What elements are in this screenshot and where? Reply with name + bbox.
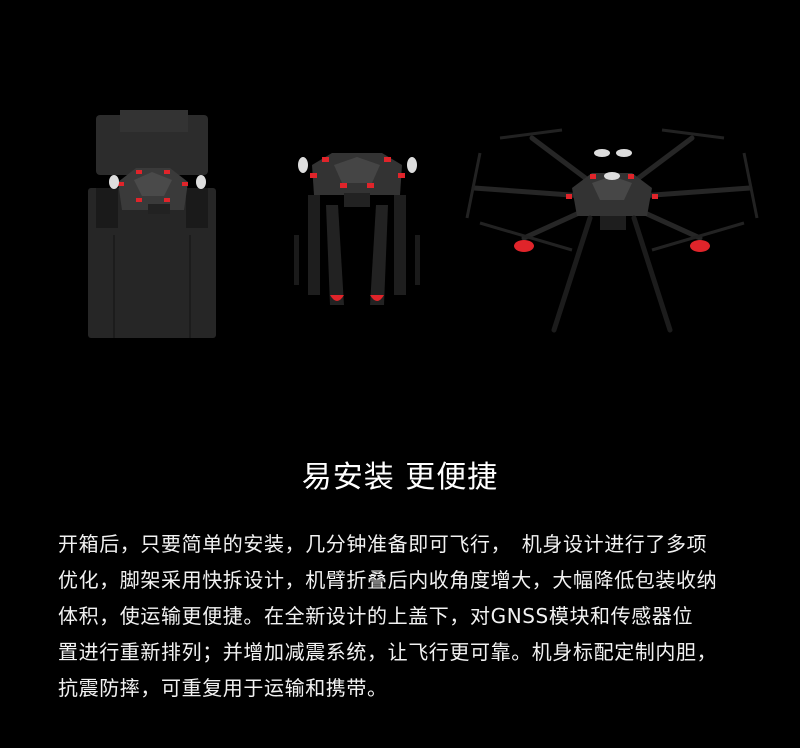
paragraph-line: 置进行重新排列；并增加减震系统，让飞行更可靠。机身标配定制内胆， bbox=[58, 640, 718, 664]
drone-unfolded-image bbox=[465, 128, 759, 333]
section-heading: 易安装 更便捷 bbox=[301, 460, 499, 495]
paragraph-line: 体积，使运输更便捷。在全新设计的上盖下，对GNSS模块和传感器位 bbox=[58, 604, 694, 628]
paragraph-line: 优化，脚架采用快拆设计，机臂折叠后内收角度增大，大幅降低包装收纳 bbox=[58, 568, 718, 592]
paragraph-line: 开箱后，只要简单的安装，几分钟准备即可飞行， 机身设计进行了多项 bbox=[58, 532, 708, 556]
drone-folded-image bbox=[294, 153, 420, 305]
paragraph-line: 抗震防摔，可重复用于运输和携带。 bbox=[58, 676, 388, 700]
product-images-row bbox=[0, 0, 800, 360]
description-paragraph: 开箱后，只要简单的安装，几分钟准备即可飞行， 机身设计进行了多项 优化，脚架采用… bbox=[58, 526, 748, 706]
drone-in-case-image bbox=[88, 110, 216, 338]
